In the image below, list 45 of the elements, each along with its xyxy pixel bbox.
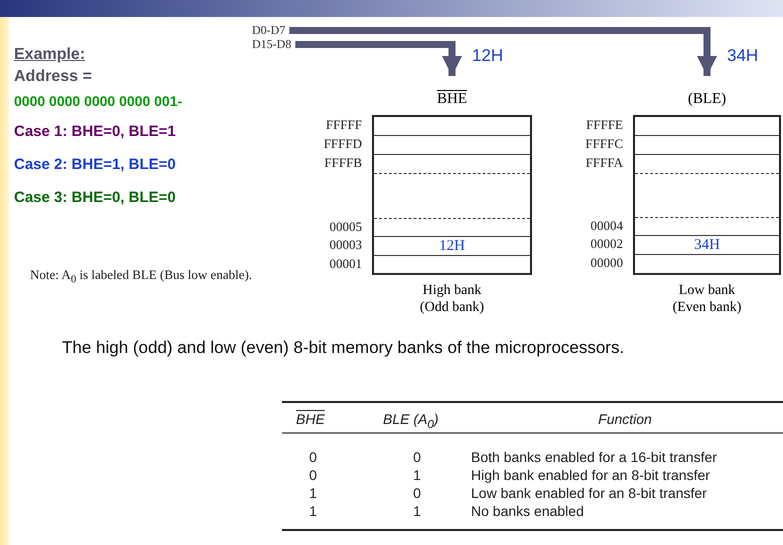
table-cell: 0 [413,485,421,502]
address-label: FFFFB [323,155,362,171]
table-cell: 1 [413,503,421,520]
address-label: FFFFF [324,117,362,133]
example-heading: Example: [14,45,86,64]
table-cell: 0 [309,467,317,484]
bank-heading: (BLE) [686,90,728,108]
case-text: Case 3: BHE=0, BLE=0 [14,189,176,207]
address-label: FFFFC [584,136,623,152]
address-label: 00005 [328,219,362,235]
table-header: Function [598,411,652,428]
address-label: 00003 [328,237,362,253]
table-cell: Both banks enabled for a 16-bit transfer [471,449,717,466]
note-text: Note: A$_{0}$ is labeled BLE (Bus low enable). [30,267,254,288]
case-text: Case 1: BHE=0, BLE=1 [14,123,176,141]
table-cell: 1 [309,485,317,502]
table-cell: 0 [413,449,421,466]
table-cell: 1 [413,467,421,484]
address-label: FFFFE [585,117,623,133]
table-cell: High bank enabled for an 8-bit transfer [471,467,710,484]
caption-text: The high (odd) and low (even) 8-bit memory banks of the microprocessors. [62,338,624,358]
address-label: FFFFD [322,136,362,152]
address-label: 00002 [590,236,623,252]
table-cell: Low bank enabled for an 8-bit transfer [471,485,707,502]
case-text: Case 2: BHE=1, BLE=0 [14,156,176,174]
bank-caption: Low bank (Even bank) [672,282,742,316]
cell-value: 34H [693,237,721,253]
table-cell: No banks enabled [471,503,584,520]
bank-heading: BHE [436,90,468,108]
table-cell: 1 [309,503,317,520]
table-cell: 0 [309,449,317,466]
table-header: BLE (A$_{0}$) [383,411,439,433]
bus-label: D0-D7 [252,24,286,37]
address-label: 00004 [590,218,623,234]
cell-value: 12H [438,238,466,254]
bus-label: D15-D8 [252,38,292,51]
address-value: 0000 0000 0000 0000 001- [14,93,182,110]
address-label: 00000 [590,255,623,271]
address-label: FFFFA [584,155,623,171]
bank-caption: High bank (Odd bank) [418,282,486,316]
address-label: 00001 [328,256,362,272]
address-label: Address = [14,67,92,86]
table-header: BHE [296,411,325,428]
arrow [295,41,462,76]
arrow [289,27,717,76]
